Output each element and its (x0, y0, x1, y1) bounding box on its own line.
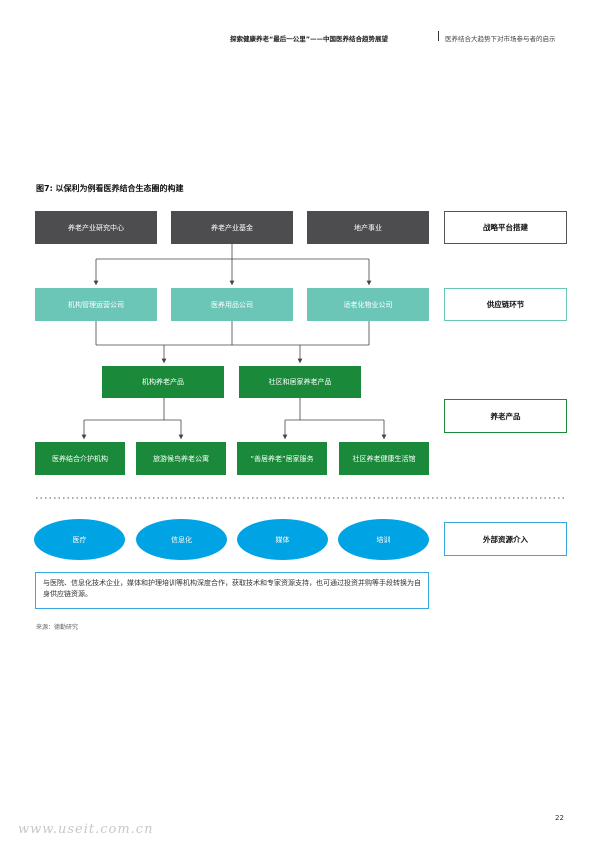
supply-box-property: 适老化物业公司 (307, 288, 429, 321)
resource-ellipse-media: 媒体 (237, 519, 328, 560)
page-number: 22 (555, 814, 564, 822)
supply-box-products: 医养用品公司 (171, 288, 293, 321)
side-label-strategic: 战略平台搭建 (444, 211, 567, 244)
side-label-supply: 供应链环节 (444, 288, 567, 321)
product-box-institutional: 机构养老产品 (102, 366, 224, 398)
strategic-box-realestate: 地产事业 (307, 211, 429, 244)
description-box: 与医院、信息化技术企业，媒体和护理培训等机构深度合作，获取技术和专家资源支持，也… (35, 572, 429, 609)
source-note: 来源：德勤研究 (36, 624, 79, 631)
resource-ellipse-training: 培训 (338, 519, 429, 560)
header-subtitle: 医养结合大趋势下对市场参与者的启示 (445, 35, 556, 43)
resource-ellipse-it: 信息化 (136, 519, 227, 560)
supply-box-operations: 机构管理运营公司 (35, 288, 157, 321)
resource-ellipse-medical: 医疗 (34, 519, 125, 560)
subproduct-box-travel: 旅游候鸟养老公寓 (136, 442, 226, 475)
subproduct-box-home: “善居养老”居家服务 (237, 442, 327, 475)
strategic-box-fund: 养老产业基金 (171, 211, 293, 244)
side-label-resources: 外部资源介入 (444, 522, 567, 556)
header-divider (438, 31, 439, 41)
subproduct-box-care: 医养结合介护机构 (35, 442, 125, 475)
strategic-box-research: 养老产业研究中心 (35, 211, 157, 244)
product-box-community: 社区和居家养老产品 (239, 366, 361, 398)
side-label-products: 养老产品 (444, 399, 567, 433)
subproduct-box-lifestyle: 社区养老健康生活馆 (339, 442, 429, 475)
figure-title: 图7: 以保利为例看医养结合生态圈的构建 (36, 184, 184, 193)
watermark: www.useit.com.cn (18, 822, 154, 837)
header-title: 探索健康养老“最后一公里”——中国医养结合趋势展望 (230, 35, 389, 43)
